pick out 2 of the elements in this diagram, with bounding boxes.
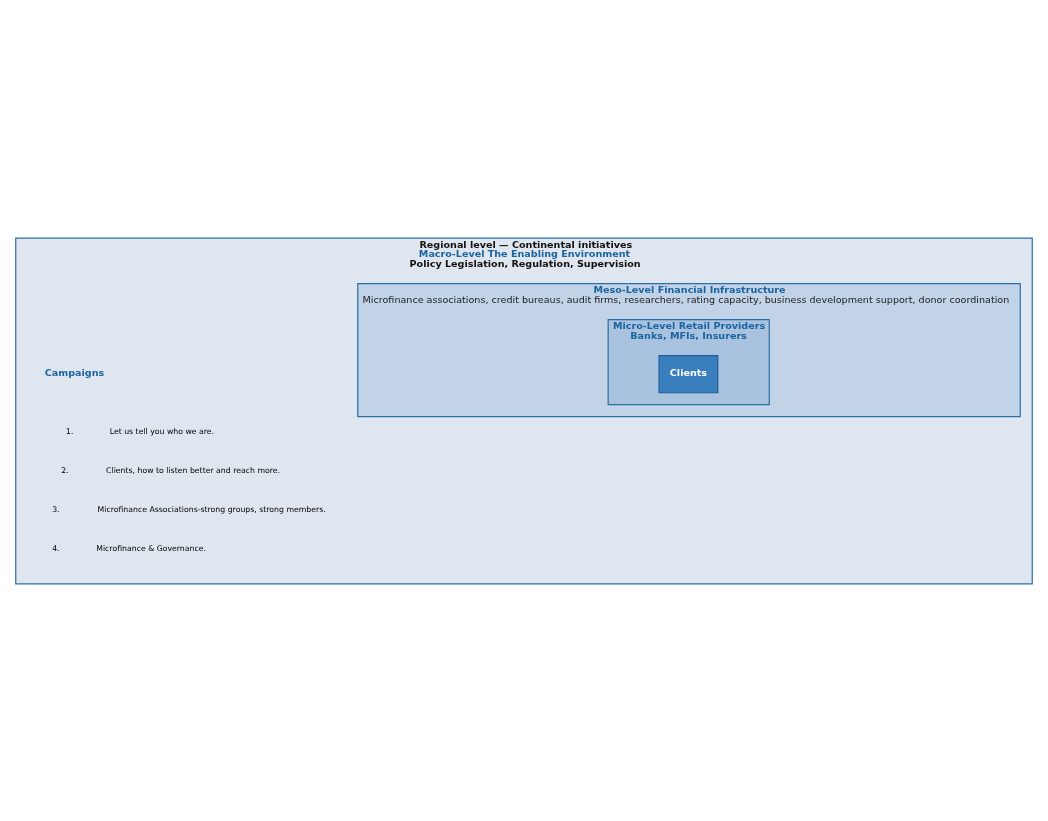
label: Campaigns xyxy=(44,366,105,378)
node-box: Clients xyxy=(658,354,719,393)
